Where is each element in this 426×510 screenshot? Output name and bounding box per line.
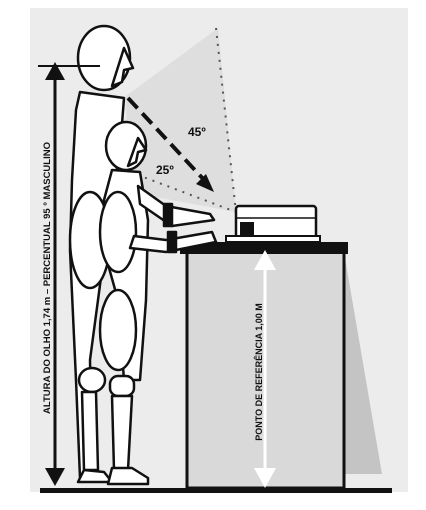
scale-device	[225, 204, 321, 244]
cone-edge-lower	[129, 171, 237, 213]
eye-height-arrow	[38, 62, 100, 486]
eye-height-label: ALTURA DO OLHO 1,74 m – PERCENTUAL 95 º …	[42, 142, 53, 414]
reference-point-arrow	[254, 250, 276, 488]
angle-45-label: 45º	[188, 125, 206, 139]
reference-point-label: PONTO DE REFERÊNCIA 1,00 M	[253, 303, 264, 441]
vision-cone	[126, 28, 236, 212]
cabinet-shadow	[344, 252, 382, 474]
angle-25-label: 25º	[156, 163, 174, 177]
counter-top	[180, 242, 348, 254]
short-male-figure	[98, 120, 218, 486]
floor-line	[40, 488, 392, 493]
sight-line-arrow	[126, 96, 214, 192]
